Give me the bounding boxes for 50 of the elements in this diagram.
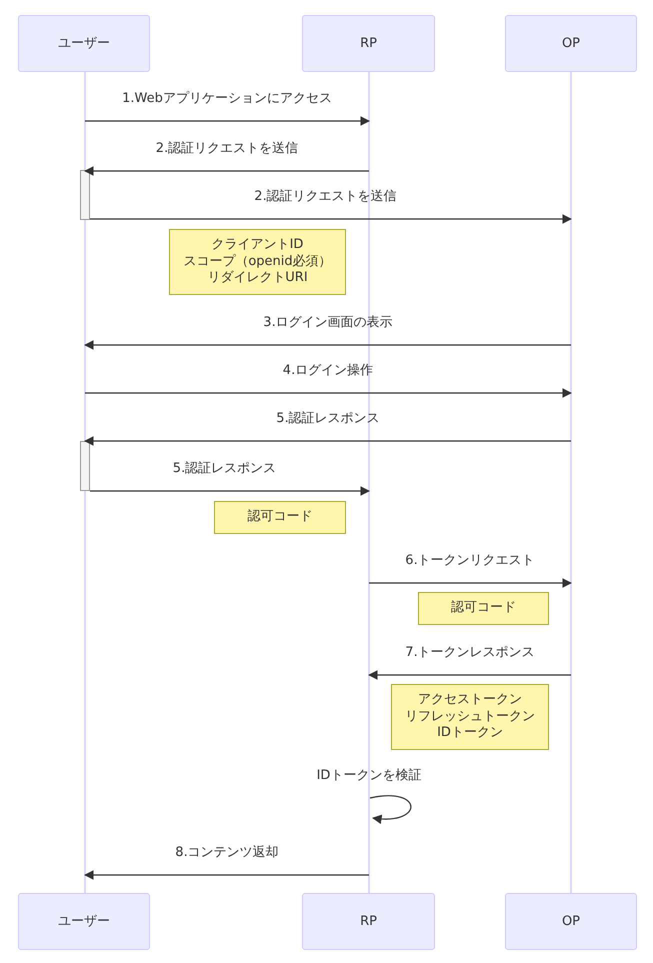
edge-label: 4.ログイン操作 [282,362,374,380]
message-arrow [368,670,571,680]
message-arrow [84,340,571,350]
node-text: RP [360,34,377,53]
participant-box [18,15,150,72]
message-arrow [84,436,571,446]
node-text: IDトークン [437,725,503,742]
message-arrow [90,486,370,496]
activation-bar [80,441,90,491]
edge-label: 3.ログイン画面の表示 [263,314,393,332]
participant-box [505,15,637,72]
node-text: リダイレクトURI [207,270,308,288]
edge-label: 8.コンテンツ返却 [175,844,279,862]
message-arrow [84,870,369,880]
lifeline [570,72,572,893]
node-text: OP [562,912,580,931]
message-arrow [85,116,370,126]
node-text: RP [360,912,377,931]
node-text: OP [562,34,580,53]
edge-label: 5.認証レスポンス [276,410,380,428]
node-text: 認可コード [451,600,516,617]
node-text: リフレッシュトークン [405,708,535,726]
node-text: クライアントID [212,236,304,254]
note-box [214,501,346,534]
node-text: スコープ（openid必須） [183,254,332,270]
message-arrow [84,166,369,176]
node-text: ユーザー [58,912,110,931]
edge-label: 1.Webアプリケーションにアクセス [122,90,332,108]
edge-label: 2.認証リクエストを送信 [254,188,397,206]
node-text: ユーザー [58,34,110,53]
node-text: アクセストークン [418,692,522,709]
participant-box [505,893,637,950]
note-box [169,229,346,295]
message-arrow [369,578,572,588]
participant-box [18,893,150,950]
participant-box [302,15,435,72]
lifeline [368,72,370,893]
note-box [391,684,549,750]
note-box [418,592,549,625]
message-arrow [85,388,572,398]
edge-label: 2.認証リクエストを送信 [156,140,298,158]
message-arrow [370,795,412,824]
edge-label: 5.認証レスポンス [172,460,276,478]
message-arrow [90,214,572,224]
node-text: 認可コード [248,509,312,526]
edge-label: 7.トークンレスポンス [405,644,535,662]
activation-bar [80,170,90,220]
edge-label: 6.トークンリクエスト [405,552,535,570]
participant-box [302,893,435,950]
edge-label: IDトークンを検証 [316,767,422,785]
